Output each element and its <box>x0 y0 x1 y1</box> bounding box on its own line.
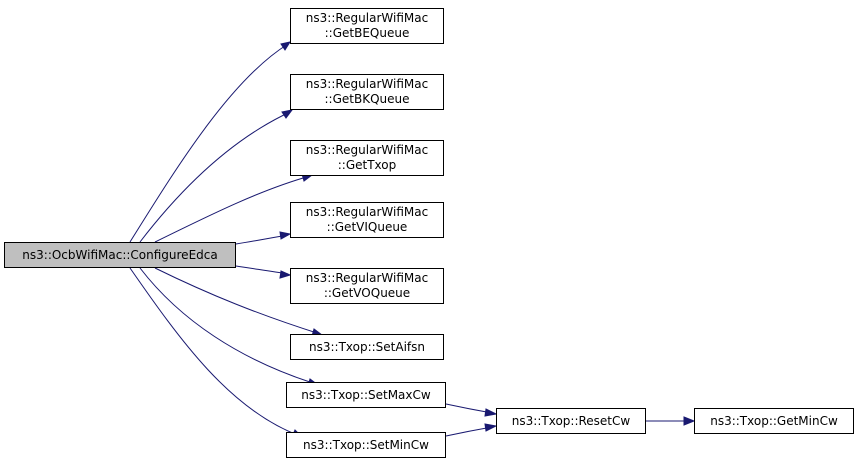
node-getviqueue[interactable]: ns3::RegularWifiMac ::GetVIQueue <box>290 202 444 238</box>
edge-setmincw-resetcw <box>445 426 493 437</box>
node-setmincw-label: ns3::Txop::SetMinCw <box>303 437 429 452</box>
node-getbkqueue-line2: ::GetBKQueue <box>324 92 410 106</box>
node-gettxop-line1: ns3::RegularWifiMac <box>305 143 429 157</box>
node-setaifsn-label: ns3::Txop::SetAifsn <box>308 339 425 354</box>
edge-configureedca-getbkqueue <box>139 111 291 243</box>
edge-configureedca-setaifsn <box>154 267 321 335</box>
node-resetcw[interactable]: ns3::Txop::ResetCw <box>496 408 646 434</box>
edge-setmaxcw-resetcw <box>445 403 493 414</box>
node-setmaxcw[interactable]: ns3::Txop::SetMaxCw <box>286 382 446 408</box>
node-configureedca: ns3::OcbWifiMac::ConfigureEdca <box>4 242 236 268</box>
edge-configureedca-gettxop <box>154 175 311 243</box>
arrowhead-getvoqueue <box>279 270 292 279</box>
node-gettxop[interactable]: ns3::RegularWifiMac ::GetTxop <box>290 140 444 176</box>
arrowhead-resetcw-from-setmincw <box>484 423 498 432</box>
arrowhead-getbequeue <box>280 41 292 51</box>
edge-configureedca-getvoqueue <box>235 265 289 275</box>
arrowhead-getbkqueue <box>281 109 294 119</box>
node-getvoqueue[interactable]: ns3::RegularWifiMac ::GetVOQueue <box>290 268 444 304</box>
edge-configureedca-setmincw <box>129 267 301 437</box>
arrowhead-getmincw <box>683 416 696 426</box>
edge-configureedca-setmaxcw <box>139 267 317 385</box>
node-gettxop-line2: ::GetTxop <box>337 158 397 172</box>
node-getmincw[interactable]: ns3::Txop::GetMinCw <box>694 408 854 434</box>
node-getbequeue-line2: ::GetBEQueue <box>324 26 410 40</box>
node-resetcw-label: ns3::Txop::ResetCw <box>511 413 631 428</box>
node-setmincw[interactable]: ns3::Txop::SetMinCw <box>286 432 446 458</box>
node-setmaxcw-label: ns3::Txop::SetMaxCw <box>301 387 431 402</box>
arrowhead-resetcw-from-setmaxcw <box>484 408 498 417</box>
node-getviqueue-line1: ns3::RegularWifiMac <box>305 205 429 219</box>
node-getbkqueue[interactable]: ns3::RegularWifiMac ::GetBKQueue <box>290 74 444 110</box>
node-configureedca-label: ns3::OcbWifiMac::ConfigureEdca <box>22 247 218 262</box>
node-setaifsn[interactable]: ns3::Txop::SetAifsn <box>290 334 444 360</box>
node-getmincw-label: ns3::Txop::GetMinCw <box>710 413 838 428</box>
node-getvoqueue-line2: ::GetVOQueue <box>323 286 411 300</box>
edge-configureedca-getbequeue <box>129 43 289 243</box>
node-getbequeue-line1: ns3::RegularWifiMac <box>305 11 429 25</box>
node-getviqueue-line2: ::GetVIQueue <box>326 220 408 234</box>
node-getbkqueue-line1: ns3::RegularWifiMac <box>305 77 429 91</box>
arrowhead-getviqueue <box>279 231 292 240</box>
node-getvoqueue-line1: ns3::RegularWifiMac <box>305 271 429 285</box>
node-getbequeue[interactable]: ns3::RegularWifiMac ::GetBEQueue <box>290 8 444 44</box>
